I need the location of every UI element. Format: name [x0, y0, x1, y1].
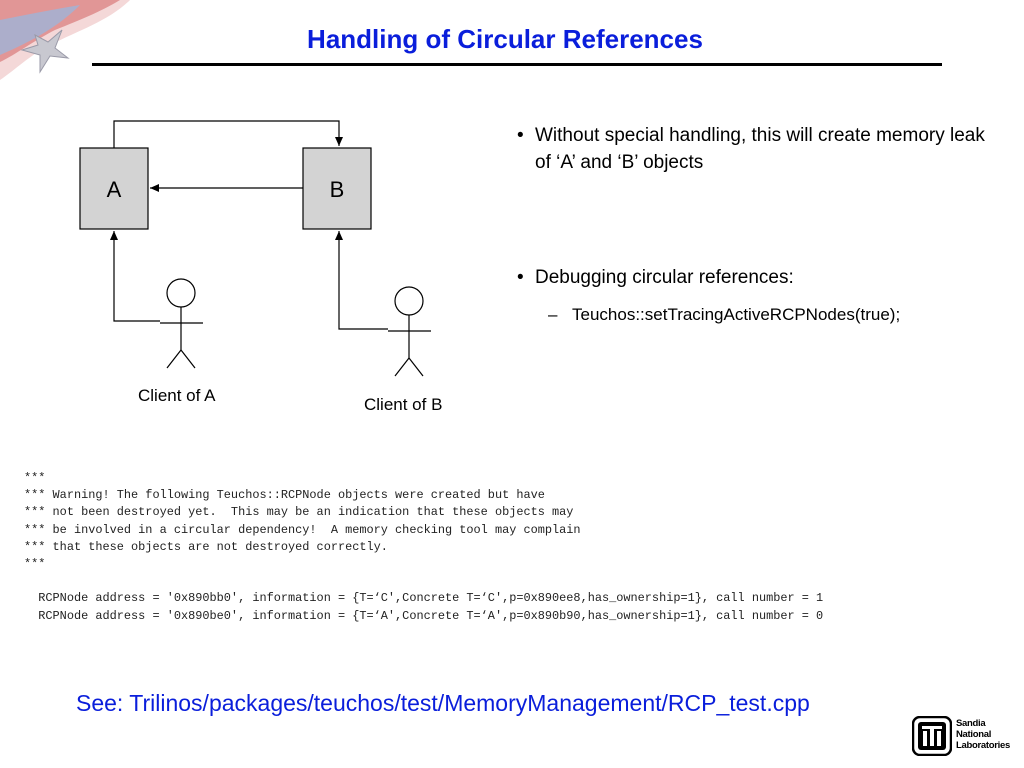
corner-flag-graphic	[0, 0, 130, 80]
code-line: ***	[24, 471, 46, 485]
bullet-dot-icon: •	[517, 125, 524, 146]
sandia-logo-text: Sandia National Laboratories	[956, 718, 1010, 751]
sub-bullet-dash: –	[548, 305, 558, 324]
logo-line-1: Sandia	[956, 718, 986, 729]
client-b-label: Client of B	[364, 395, 443, 414]
console-output: *** *** Warning! The following Teuchos::…	[24, 470, 823, 625]
arrow-client-b-to-b	[335, 231, 388, 330]
box-b-label: B	[330, 177, 345, 202]
sandia-logo: Sandia National Laboratories	[911, 715, 1012, 758]
code-line: RCPNode address = '0x890be0', informatio…	[24, 608, 824, 623]
thunderbird-logo-icon	[911, 715, 953, 757]
client-a-label: Client of A	[138, 386, 216, 405]
slide-title: Handling of Circular References	[307, 24, 703, 54]
arrow-client-a-to-a	[110, 231, 160, 322]
box-a: A	[79, 147, 149, 230]
circular-reference-diagram: A B	[79, 120, 431, 377]
box-a-label: A	[107, 177, 122, 202]
bullet-text: Without special handling, this will crea…	[535, 125, 985, 173]
box-b: B	[302, 147, 372, 230]
bullet-text: Debugging circular references:	[535, 267, 794, 288]
title-underline	[92, 63, 942, 66]
code-line: RCPNode address = '0x890bb0', informatio…	[24, 591, 824, 606]
code-line: *** that these objects are not destroyed…	[24, 539, 388, 554]
client-a-figure-icon	[160, 278, 203, 369]
sub-bullet-text: Teuchos::setTracingActiveRCPNodes(true);	[572, 305, 901, 324]
code-line: *** Warning! The following Teuchos::RCPN…	[24, 488, 545, 503]
bullet-item: • Without special handling, this will cr…	[515, 122, 985, 176]
code-line: ***	[24, 557, 46, 572]
sub-bullet-item: –Teuchos::setTracingActiveRCPNodes(true)…	[548, 301, 900, 328]
logo-line-3: Laboratories	[956, 740, 1010, 751]
code-line: *** be involved in a circular dependency…	[24, 522, 581, 537]
bullet-item: • Debugging circular references:	[515, 264, 985, 291]
bullet-dot-icon: •	[517, 267, 524, 288]
client-b-figure-icon	[388, 286, 431, 377]
arrow-a-to-b	[113, 120, 343, 148]
logo-line-2: National	[956, 729, 992, 740]
source-file-reference: See: Trilinos/packages/teuchos/test/Memo…	[76, 690, 810, 716]
code-line: *** not been destroyed yet. This may be …	[24, 505, 574, 520]
